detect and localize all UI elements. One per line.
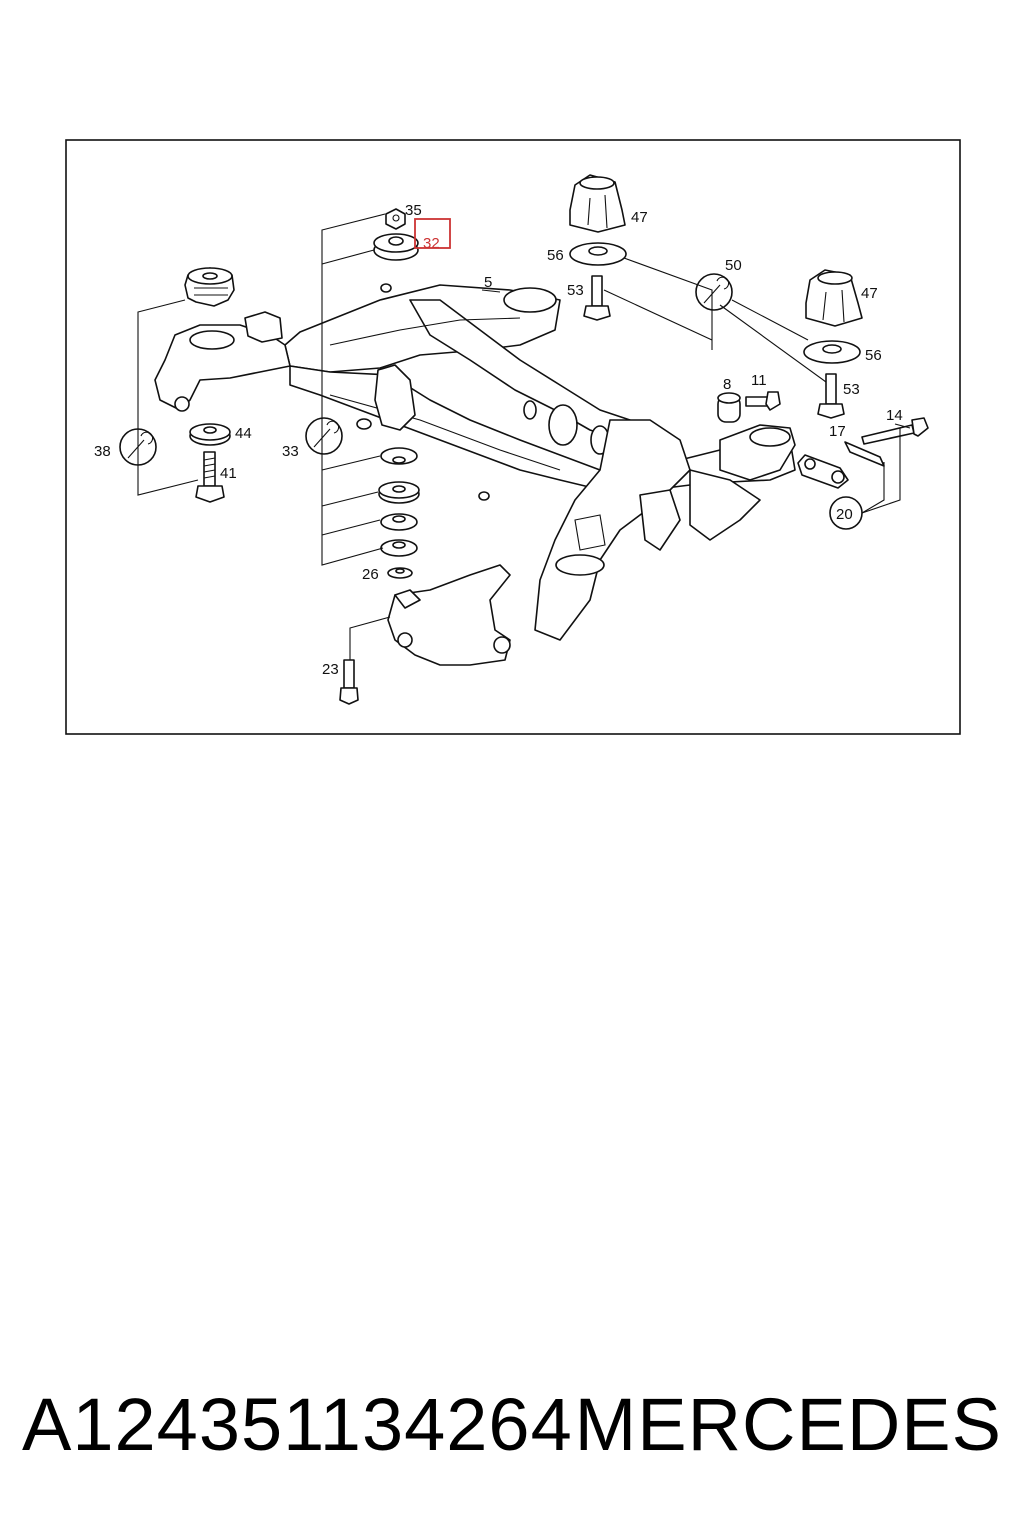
part-32-mount-washer (373, 233, 419, 261)
callout-47-upper: 47 (631, 209, 648, 226)
parts-diagram: 35 32 5 47 56 53 50 47 56 53 8 11 14 17 … (65, 139, 961, 735)
part-35-nut (385, 208, 406, 230)
part-53-bolt-upper (583, 275, 611, 321)
callout-41: 41 (220, 465, 237, 482)
callout-32: 32 (423, 235, 440, 252)
callout-50: 50 (725, 257, 742, 274)
callout-20: 20 (836, 506, 853, 523)
wrench-icon-33 (305, 417, 343, 455)
center-washer-stack (378, 447, 420, 557)
part-44-washer (189, 423, 231, 446)
leader-lines (137, 213, 911, 660)
rear-subframe (154, 283, 796, 641)
callout-26: 26 (362, 566, 379, 583)
part-14-long-bolt (861, 417, 929, 445)
callout-38: 38 (94, 443, 111, 460)
highlight-box-32 (414, 218, 451, 249)
callout-11: 11 (751, 372, 767, 389)
part-56-washer-lower (803, 340, 861, 364)
part-8-bushing (717, 392, 741, 423)
callout-47-lower: 47 (861, 285, 878, 302)
part-23-bolt (339, 659, 359, 705)
callout-labels: 35 32 5 47 56 53 50 47 56 53 8 11 14 17 … (94, 202, 903, 678)
callout-56-upper: 56 (547, 247, 564, 264)
callout-53-lower: 53 (843, 381, 860, 398)
part-number: A124351134264 (22, 1383, 573, 1466)
part-26-clip (387, 567, 413, 579)
part-47-bushing-lower (805, 269, 863, 327)
part-11-bolt (745, 391, 781, 411)
part-53-bolt-lower (817, 373, 845, 419)
callout-53-upper: 53 (567, 282, 584, 299)
callout-44: 44 (235, 425, 252, 442)
part-41-bolt (195, 451, 225, 503)
wrench-icon-50 (695, 273, 733, 311)
callout-56-lower: 56 (865, 347, 882, 364)
callout-14: 14 (886, 407, 903, 424)
brand-name: MERCEDES (574, 1383, 1002, 1466)
callout-23: 23 (322, 661, 339, 678)
callout-35: 35 (405, 202, 422, 219)
part-left-bushing (184, 267, 235, 307)
part-47-bushing-upper (569, 174, 626, 233)
callout-33: 33 (282, 443, 299, 460)
callout-5: 5 (484, 274, 492, 291)
caption-bar: A124351134264 MERCEDES (0, 1370, 1024, 1480)
callout-8: 8 (723, 376, 731, 393)
differential-housing (387, 564, 511, 666)
callout-17: 17 (829, 423, 846, 440)
part-56-washer-upper (569, 242, 627, 266)
